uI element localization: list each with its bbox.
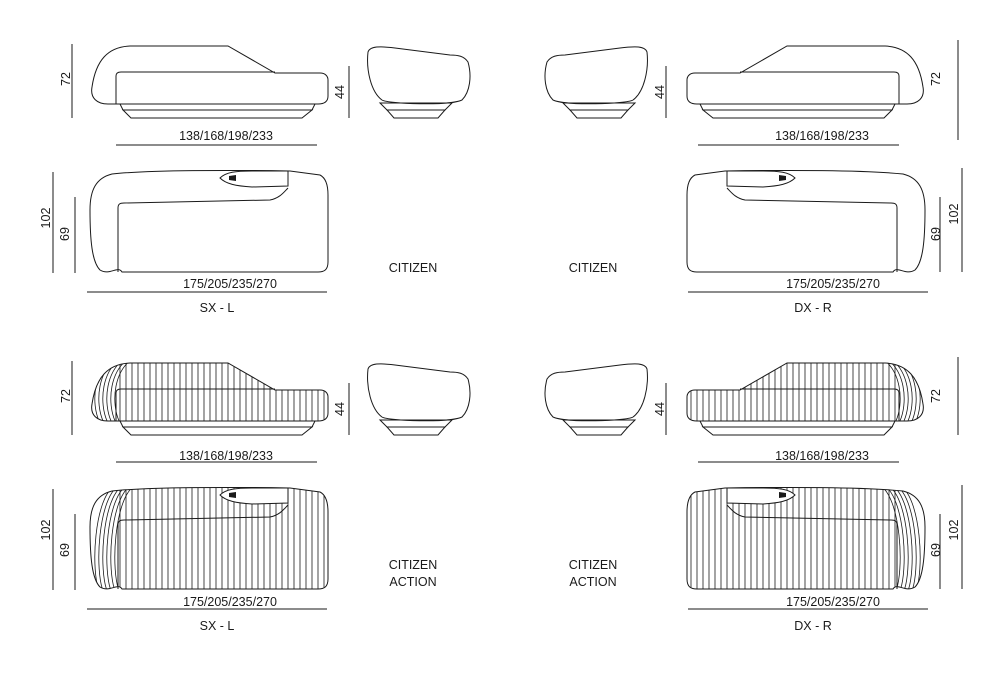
arm-pleat [894,487,917,589]
arm-pleat [878,363,901,421]
arm-pleat [890,363,913,421]
arm-pleat [894,363,917,421]
dx-top-view [686,169,926,273]
arm-pleat [114,363,137,421]
arm-pleat [98,363,121,421]
sx-version-label: SX - L [200,301,235,315]
dx-action-back-height-label: 72 [929,389,943,403]
arm-pleat [886,363,909,421]
sx-total-length-label: 175/205/235/270 [183,277,277,291]
sx-side-height-label: 44 [333,85,347,99]
dx-action-side-height-label: 44 [653,402,667,416]
product-action-name-right-line1: CITIZEN [569,558,618,572]
arm-pleat [898,487,921,589]
sx-action-side-length-label: 138/168/198/233 [179,449,273,463]
arm-pleat [890,487,913,589]
arm-pleat [102,487,125,589]
dx-back-height-label: 72 [929,72,943,86]
sx-action-version-label: SX - L [200,619,235,633]
dx-total-length-label: 175/205/235/270 [786,277,880,291]
sx-depth-total-label: 102 [39,208,53,229]
dx-depth-total-label: 102 [947,204,961,225]
product-name-right: CITIZEN [569,261,618,275]
dx-action-top-view [686,486,926,590]
product-action-name-right-line2: ACTION [569,575,616,589]
dx-action-total-length-label: 175/205/235/270 [786,595,880,609]
sx-side-length-label: 138/168/198/233 [179,129,273,143]
arm-pleat [106,363,129,421]
sx-side-view [367,46,471,119]
dx-side-length-label: 138/168/198/233 [775,129,869,143]
sx-action-depth-total-label: 102 [39,520,53,541]
sx-action-front-view [91,362,329,436]
dx-action-depth-seat-label: 69 [929,543,943,557]
sx-action-side-view [367,363,471,436]
dx-version-label: DX - R [794,301,832,315]
arm-pleat [878,487,901,589]
dx-action-front-view [686,362,924,436]
arm-pleat [98,487,121,589]
sx-action-total-length-label: 175/205/235/270 [183,595,277,609]
product-action-name-left-line2: ACTION [389,575,436,589]
dx-action-side-length-label: 138/168/198/233 [775,449,869,463]
product-action-name-left-line1: CITIZEN [389,558,438,572]
arm-pleat [882,363,905,421]
dx-side-view [544,46,648,119]
arm-pleat [94,487,117,589]
dx-side-height-label: 44 [653,85,667,99]
sx-action-back-height-label: 72 [59,389,73,403]
sx-depth-seat-label: 69 [58,227,72,241]
dx-dimension-lines [665,40,963,293]
sx-action-dimension-lines [52,361,350,610]
dx-action-depth-total-label: 102 [947,520,961,541]
sx-action-side-height-label: 44 [333,402,347,416]
dx-action-dimension-lines [665,357,963,610]
arm-pleat [882,487,905,589]
dx-depth-seat-label: 69 [929,227,943,241]
arm-pleat [102,363,125,421]
product-name-left: CITIZEN [389,261,438,275]
dx-action-side-view [544,363,648,436]
arm-pleat [110,363,133,421]
sx-top-view [89,169,329,273]
arm-pleat [886,487,909,589]
arm-pleat [114,487,137,589]
arm-pleat [106,487,129,589]
sx-dimension-lines [52,44,350,293]
dx-action-version-label: DX - R [794,619,832,633]
sx-action-views [52,361,471,610]
sx-back-height-label: 72 [59,72,73,86]
sx-action-top-view [89,486,329,590]
sx-front-view [91,45,329,119]
dx-front-view [686,45,924,119]
arm-pleat [110,487,133,589]
sx-action-depth-seat-label: 69 [58,543,72,557]
